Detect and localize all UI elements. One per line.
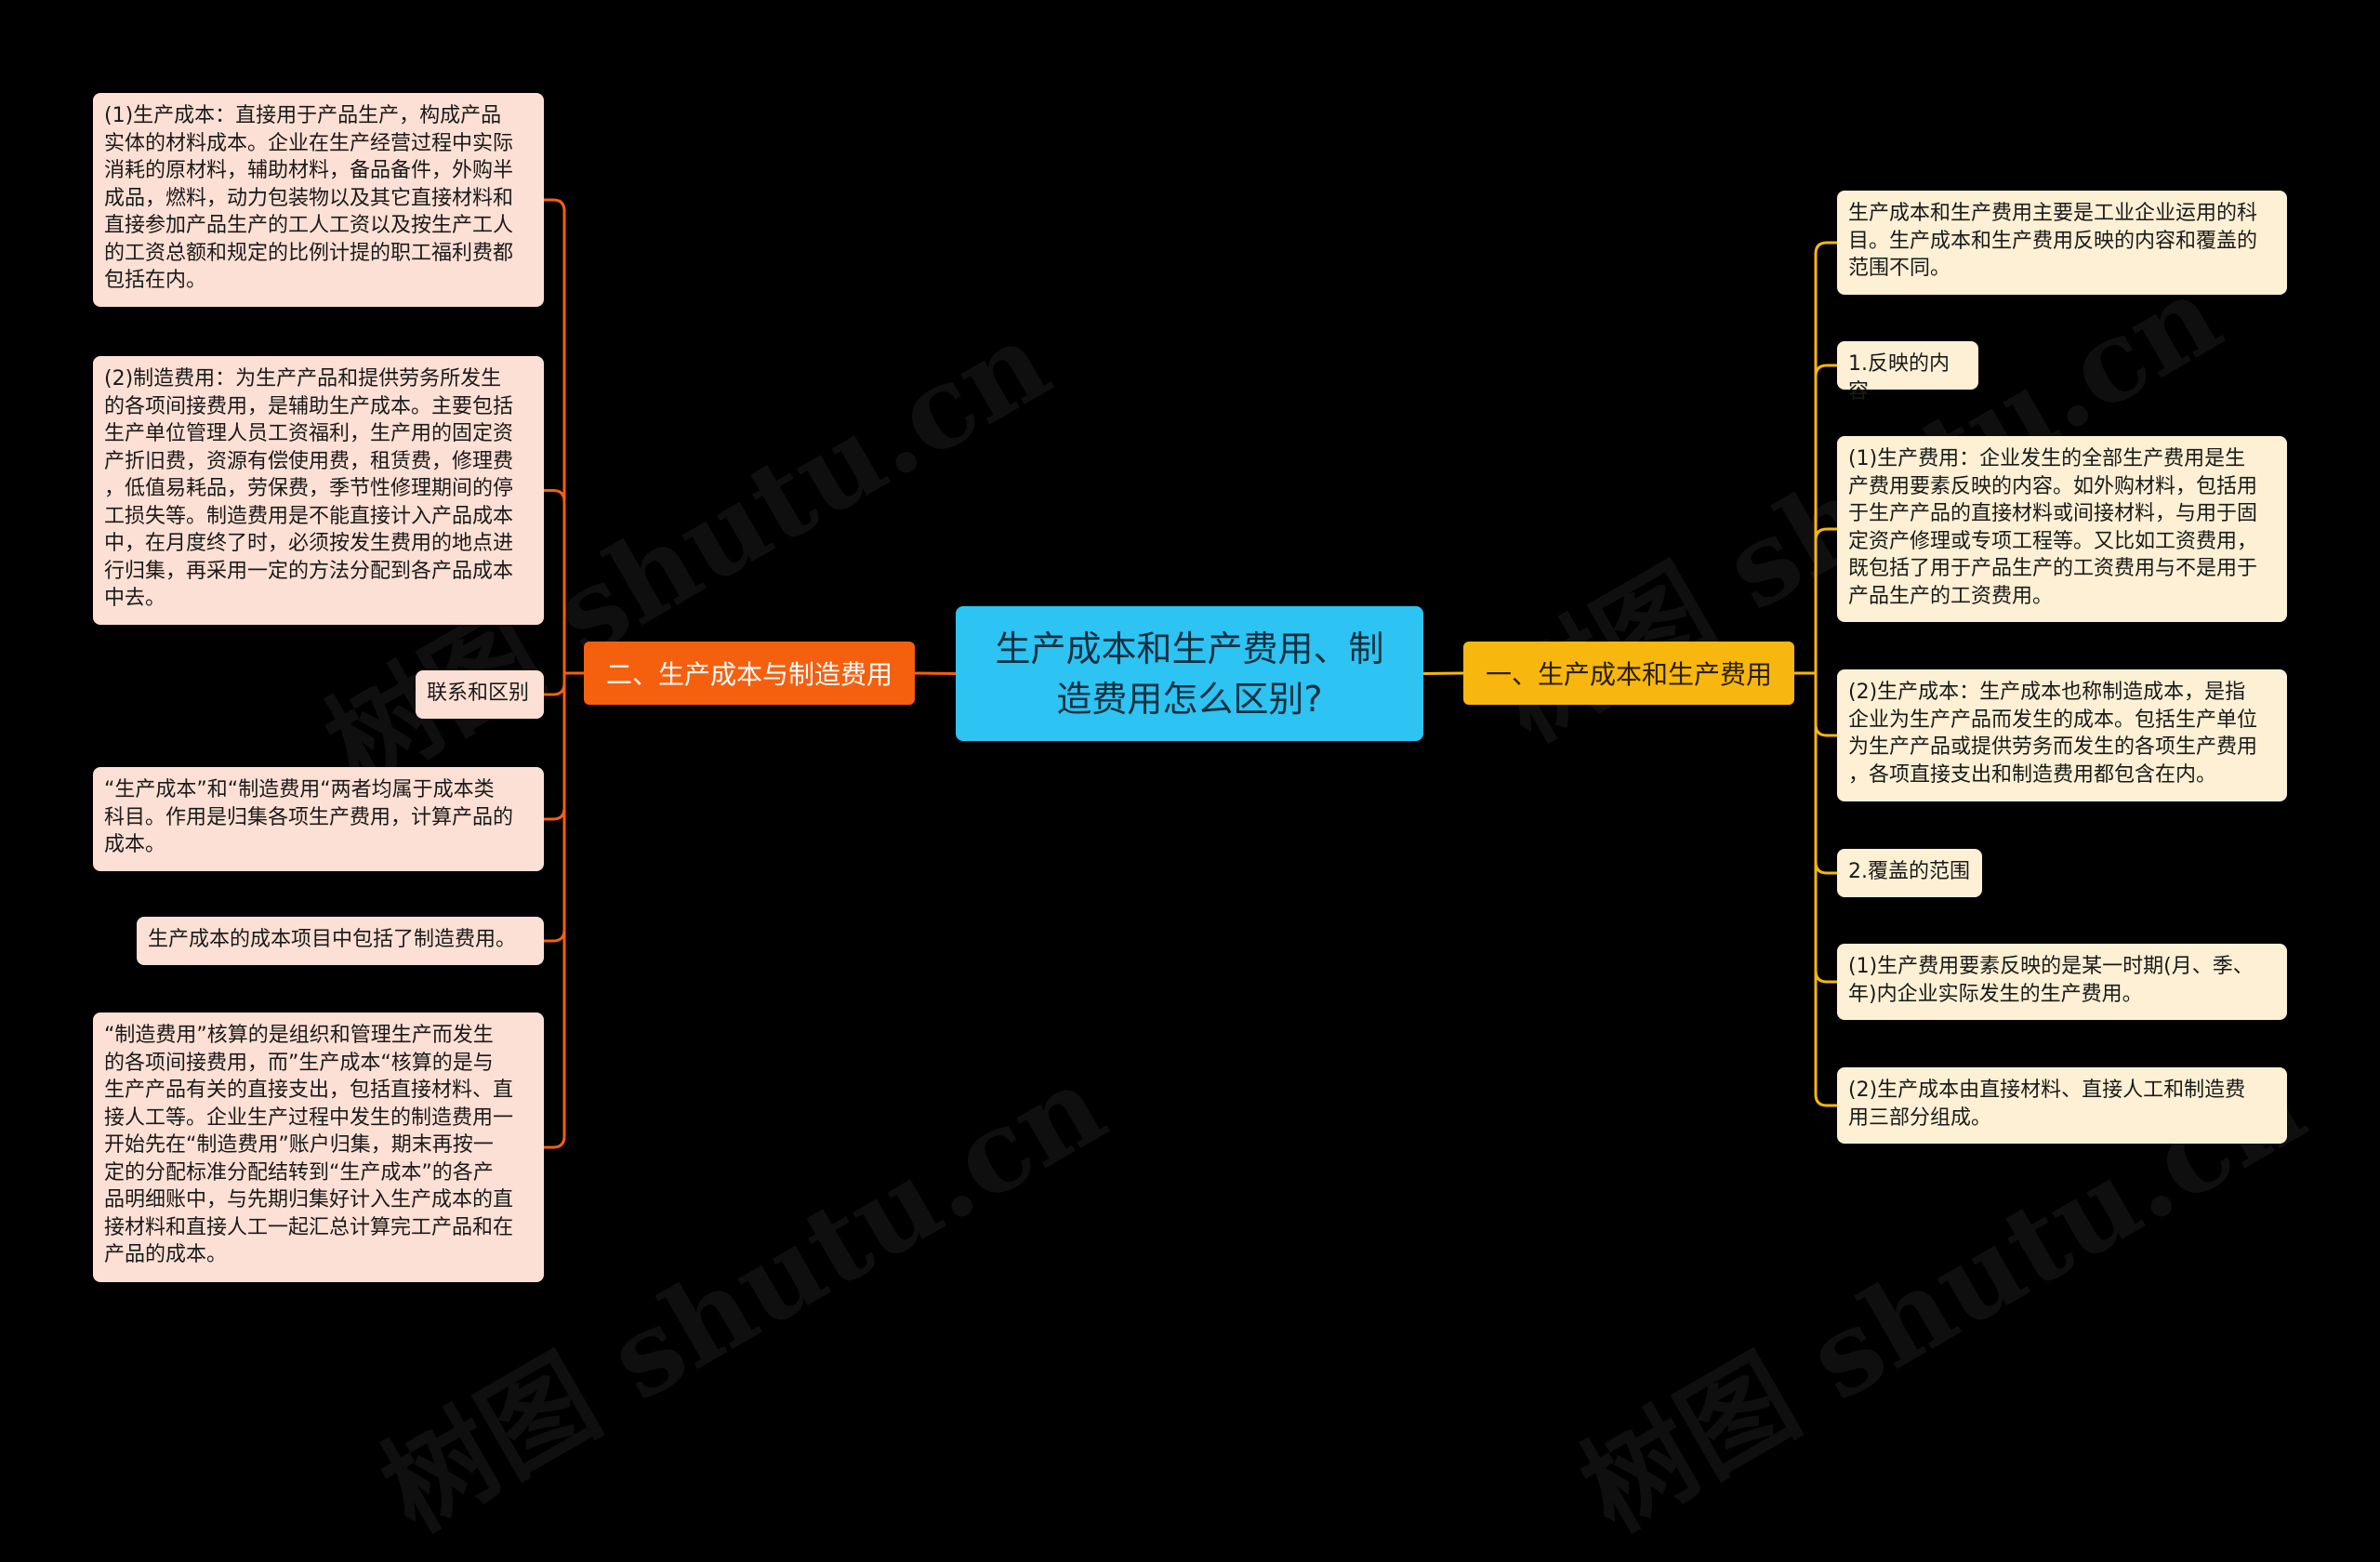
connector-lines [544,198,1837,1149]
leaf-left-3[interactable]: 联系和区别 [416,670,544,719]
right-leaf-connector [1814,364,1837,673]
leaf-right-4[interactable]: (2)生产成本：生产成本也称制造成本，是指 企业为生产产品而发生的成本。包括生产… [1837,669,2287,801]
left-leaf-connector [544,673,566,1149]
right-leaf-connector [1814,673,1837,1107]
right-leaf-connector [1814,673,1837,984]
root-left-connector [914,671,957,675]
leaf-right-6[interactable]: (1)生产费用要素反映的是某一时期(月、季、 年)内企业实际发生的生产费用。 [1837,944,2287,1020]
leaf-left-4[interactable]: “生产成本”和“制造费用“两者均属于成本类 科目。作用是归集各项生产费用，计算产… [93,767,544,871]
right-leaf-connector [1814,673,1837,737]
right-leaf-connector [1814,527,1837,673]
leaf-right-1[interactable]: 生产成本和生产费用主要是工业企业运用的科 目。生产成本和生产费用反映的内容和覆盖… [1837,191,2287,295]
left-leaf-connector [544,198,566,673]
branch-node-left[interactable]: 二、生产成本与制造费用 [584,642,915,705]
leaf-left-5[interactable]: 生产成本的成本项目中包括了制造费用。 [137,917,544,965]
right-leaf-connector [1814,673,1837,875]
left-leaf-connector [544,673,566,696]
leaf-right-2[interactable]: 1.反映的内容 [1837,341,1978,404]
leaf-left-2[interactable]: (2)制造费用：为生产产品和提供劳务所发生 的各项间接费用，是辅助生产成本。主要… [93,356,544,625]
leaf-right-7[interactable]: (2)生产成本由直接材料、直接人工和制造费 用三部分组成。 [1837,1067,2287,1144]
leaf-right-3[interactable]: (1)生产费用：企业发生的全部生产费用是生 产费用要素反映的内容。如外购材料，包… [1837,436,2287,622]
branch-node-right[interactable]: 一、生产成本和生产费用 [1463,642,1794,705]
leaf-left-6[interactable]: “制造费用”核算的是组织和管理生产而发生 的各项间接费用，而”生产成本“核算的是… [93,1013,544,1282]
right-leaf-connector [1814,241,1837,673]
left-leaf-connector [544,489,566,673]
root-title: 生产成本和生产费用、制造费用怎么区别? [995,628,1384,720]
branch-right-label: 一、生产成本和生产费用 [1485,659,1772,690]
leaf-left-1[interactable]: (1)生产成本：直接用于产品生产，构成产品 实体的材料成本。企业在生产经营过程中… [93,93,544,307]
branch-left-label: 二、生产成本与制造费用 [605,659,892,690]
root-node[interactable]: 生产成本和生产费用、制造费用怎么区别? [956,606,1423,741]
left-leaf-connector [544,673,566,943]
root-right-connector [1422,671,1464,675]
mindmap-canvas: 树图 shutu.cn 树图 shutu.cn 树图 shutu.cn 树图 s… [93,93,2325,1556]
leaf-right-5[interactable]: 2.覆盖的范围 [1837,849,1982,897]
